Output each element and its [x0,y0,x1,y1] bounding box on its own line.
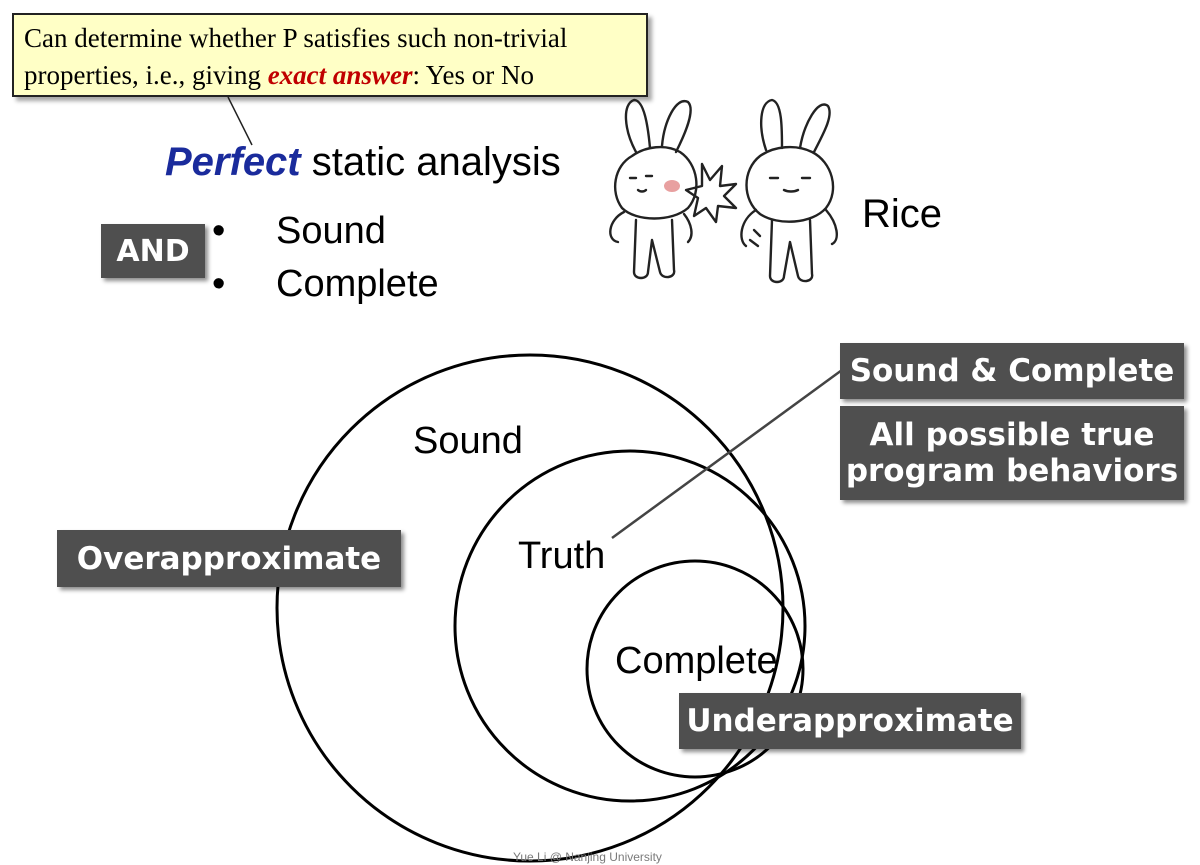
bullet-marker: • [212,210,226,252]
rabbits-illustration [609,98,838,284]
callout-text-end: : Yes or No [412,60,534,90]
sound-label: Sound [413,420,523,462]
footer-credit: Yue Li @ Nanjing University [513,850,662,864]
list-item: • Sound [212,205,439,258]
callout-line-2: properties, i.e., giving exact answer: Y… [24,57,636,94]
overapproximate-box: Overapproximate [57,530,401,587]
truth-leader-line [611,368,843,540]
and-box: AND [101,224,205,278]
impact-burst [684,162,738,224]
complete-circle [585,559,805,779]
true-behaviors-box: All possible true program behaviors [840,406,1184,500]
list-item-text: Complete [276,263,439,305]
bullet-marker: • [212,263,226,305]
title-rest: static analysis [300,140,561,184]
callout-line-1: Can determine whether P satisfies such n… [24,23,568,53]
rice-label: Rice [862,192,943,236]
underapproximate-box: Underapproximate [679,693,1021,749]
property-list: • Sound • Complete [212,205,439,311]
list-item: • Complete [212,258,439,311]
truth-circle [453,449,807,803]
complete-label: Complete [615,640,778,682]
callout-box: Can determine whether P satisfies such n… [12,13,648,97]
left-rabbit [609,98,698,280]
true-behaviors-line-1: All possible true [869,417,1155,453]
truth-label: Truth [518,535,606,577]
list-item-text: Sound [276,210,386,252]
sound-complete-box: Sound & Complete [840,343,1184,399]
perfect-emphasis: Perfect [165,140,301,184]
exact-answer-emphasis: exact answer [267,60,413,90]
sound-circle [275,353,785,863]
true-behaviors-line-2: program behaviors [845,453,1179,489]
callout-text: properties, i.e., giving [24,60,268,90]
right-rabbit [740,98,838,284]
page-title: Perfect static analysis [165,140,561,185]
